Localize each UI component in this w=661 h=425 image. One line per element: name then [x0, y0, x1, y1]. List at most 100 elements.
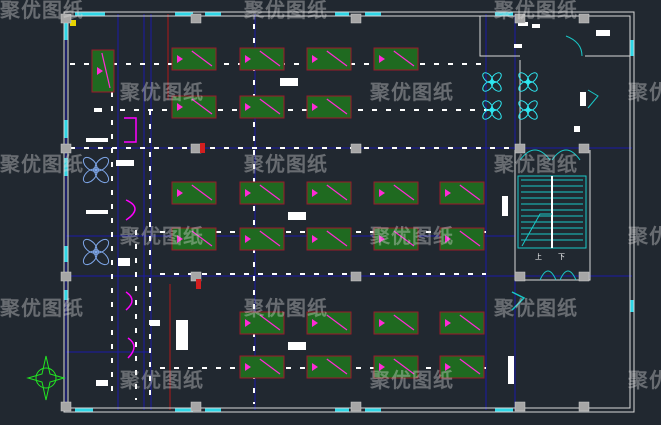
lamp-arrow-icon	[379, 189, 385, 197]
stair-down-label: 下	[558, 253, 565, 261]
yellow-marker	[70, 20, 76, 26]
lamp-arrow-icon	[379, 235, 385, 243]
column-icon	[190, 13, 202, 24]
lamp-wire	[459, 230, 481, 247]
lamp-wire	[191, 184, 213, 201]
lamp-fixture	[306, 47, 352, 71]
lamp-arrow-icon	[245, 189, 251, 197]
north-arrow-ring	[35, 367, 57, 389]
fan-hub	[92, 166, 100, 174]
symbol-block	[86, 138, 108, 142]
fan-blade	[518, 100, 530, 112]
lamp-fixture	[373, 355, 419, 379]
column-icon	[60, 271, 72, 282]
lamp-fixture	[239, 181, 285, 205]
column-icon	[190, 143, 202, 154]
column-icon	[578, 143, 590, 154]
lamp-arrow-icon	[177, 235, 183, 243]
lamp-fixture	[373, 181, 419, 205]
stair-icon	[517, 149, 587, 281]
fan-hub	[489, 79, 495, 85]
lamp-arrow-icon	[312, 103, 318, 111]
lamp-arrow-icon	[245, 363, 251, 371]
lamp-fixture	[439, 227, 485, 251]
column-icon	[60, 401, 72, 412]
symbol-block	[514, 44, 522, 48]
symbol-block	[288, 342, 306, 350]
lamp-arrow-icon	[445, 319, 451, 327]
lamp-wire	[326, 50, 348, 67]
lamp-fixture	[306, 181, 352, 205]
symbol-block	[116, 160, 134, 166]
symbol-block	[94, 108, 102, 112]
lamp-wire	[326, 358, 348, 375]
lamp-fixture	[239, 227, 285, 251]
lamp-fixture	[306, 227, 352, 251]
column-icon	[578, 13, 590, 24]
column-icon-group	[60, 13, 590, 412]
lamp-arrow-icon	[245, 55, 251, 63]
symbol-block	[574, 126, 580, 132]
lamp-arrow-icon	[97, 67, 103, 75]
lamp-wire	[259, 314, 281, 331]
lamp-fixture	[306, 95, 352, 119]
lamp-wire	[259, 358, 281, 375]
lamp-fixture	[171, 47, 217, 71]
column-icon	[350, 143, 362, 154]
lamp-wire	[393, 230, 415, 247]
lamp-fixture	[306, 355, 352, 379]
lamp-arrow-icon	[245, 103, 251, 111]
door-swing-icon	[125, 291, 133, 311]
stair-up-label: 上	[535, 253, 542, 261]
lamp-fixture	[306, 311, 352, 335]
lamp-wire	[259, 184, 281, 201]
lamp-arrow-icon	[177, 55, 183, 63]
lamp-wire	[326, 230, 348, 247]
lamp-arrow-icon	[445, 189, 451, 197]
room-fixtures	[70, 16, 610, 410]
north-arrow-icon	[26, 355, 66, 401]
symbol-block	[150, 320, 160, 326]
red-tag	[196, 279, 201, 289]
lamp-arrow-icon	[312, 189, 318, 197]
lamp-arrow-icon	[312, 363, 318, 371]
lamp-arrow-icon	[177, 189, 183, 197]
column-icon	[190, 401, 202, 412]
symbol-block	[508, 356, 514, 384]
column-icon	[60, 13, 72, 24]
lamp-wire	[326, 184, 348, 201]
lamp-fixture	[171, 181, 217, 205]
lamp-wire	[326, 98, 348, 115]
lamp-wire	[459, 184, 481, 201]
column-icon	[514, 143, 526, 154]
lamp-wire	[259, 50, 281, 67]
lamp-fixture	[239, 47, 285, 71]
lamp-wire	[259, 230, 281, 247]
column-icon	[578, 401, 590, 412]
lamp-wire	[191, 98, 213, 115]
wall-line	[67, 15, 631, 409]
column-icon	[514, 13, 526, 24]
lighting-fixtures	[91, 47, 485, 379]
lamp-arrow-icon	[445, 235, 451, 243]
lamp-wire	[191, 50, 213, 67]
column-icon	[578, 271, 590, 282]
lamp-arrow-icon	[312, 55, 318, 63]
lamp-arrow-icon	[177, 103, 183, 111]
lamp-fixture	[171, 227, 217, 251]
fan-blade	[518, 72, 530, 84]
column-icon	[350, 271, 362, 282]
door-swing-icon	[125, 199, 136, 221]
symbol-block	[280, 78, 298, 86]
red-tag	[200, 143, 205, 153]
lamp-arrow-icon	[445, 363, 451, 371]
lamp-fixture	[171, 95, 217, 119]
lamp-fixture	[439, 311, 485, 335]
door-swing-icon	[127, 337, 135, 359]
fan-hub	[92, 248, 100, 256]
column-icon	[60, 143, 72, 154]
symbol-block	[532, 24, 540, 28]
lamp-fixture	[373, 311, 419, 335]
fan-icon-group	[82, 72, 538, 266]
symbol-block	[502, 196, 508, 216]
